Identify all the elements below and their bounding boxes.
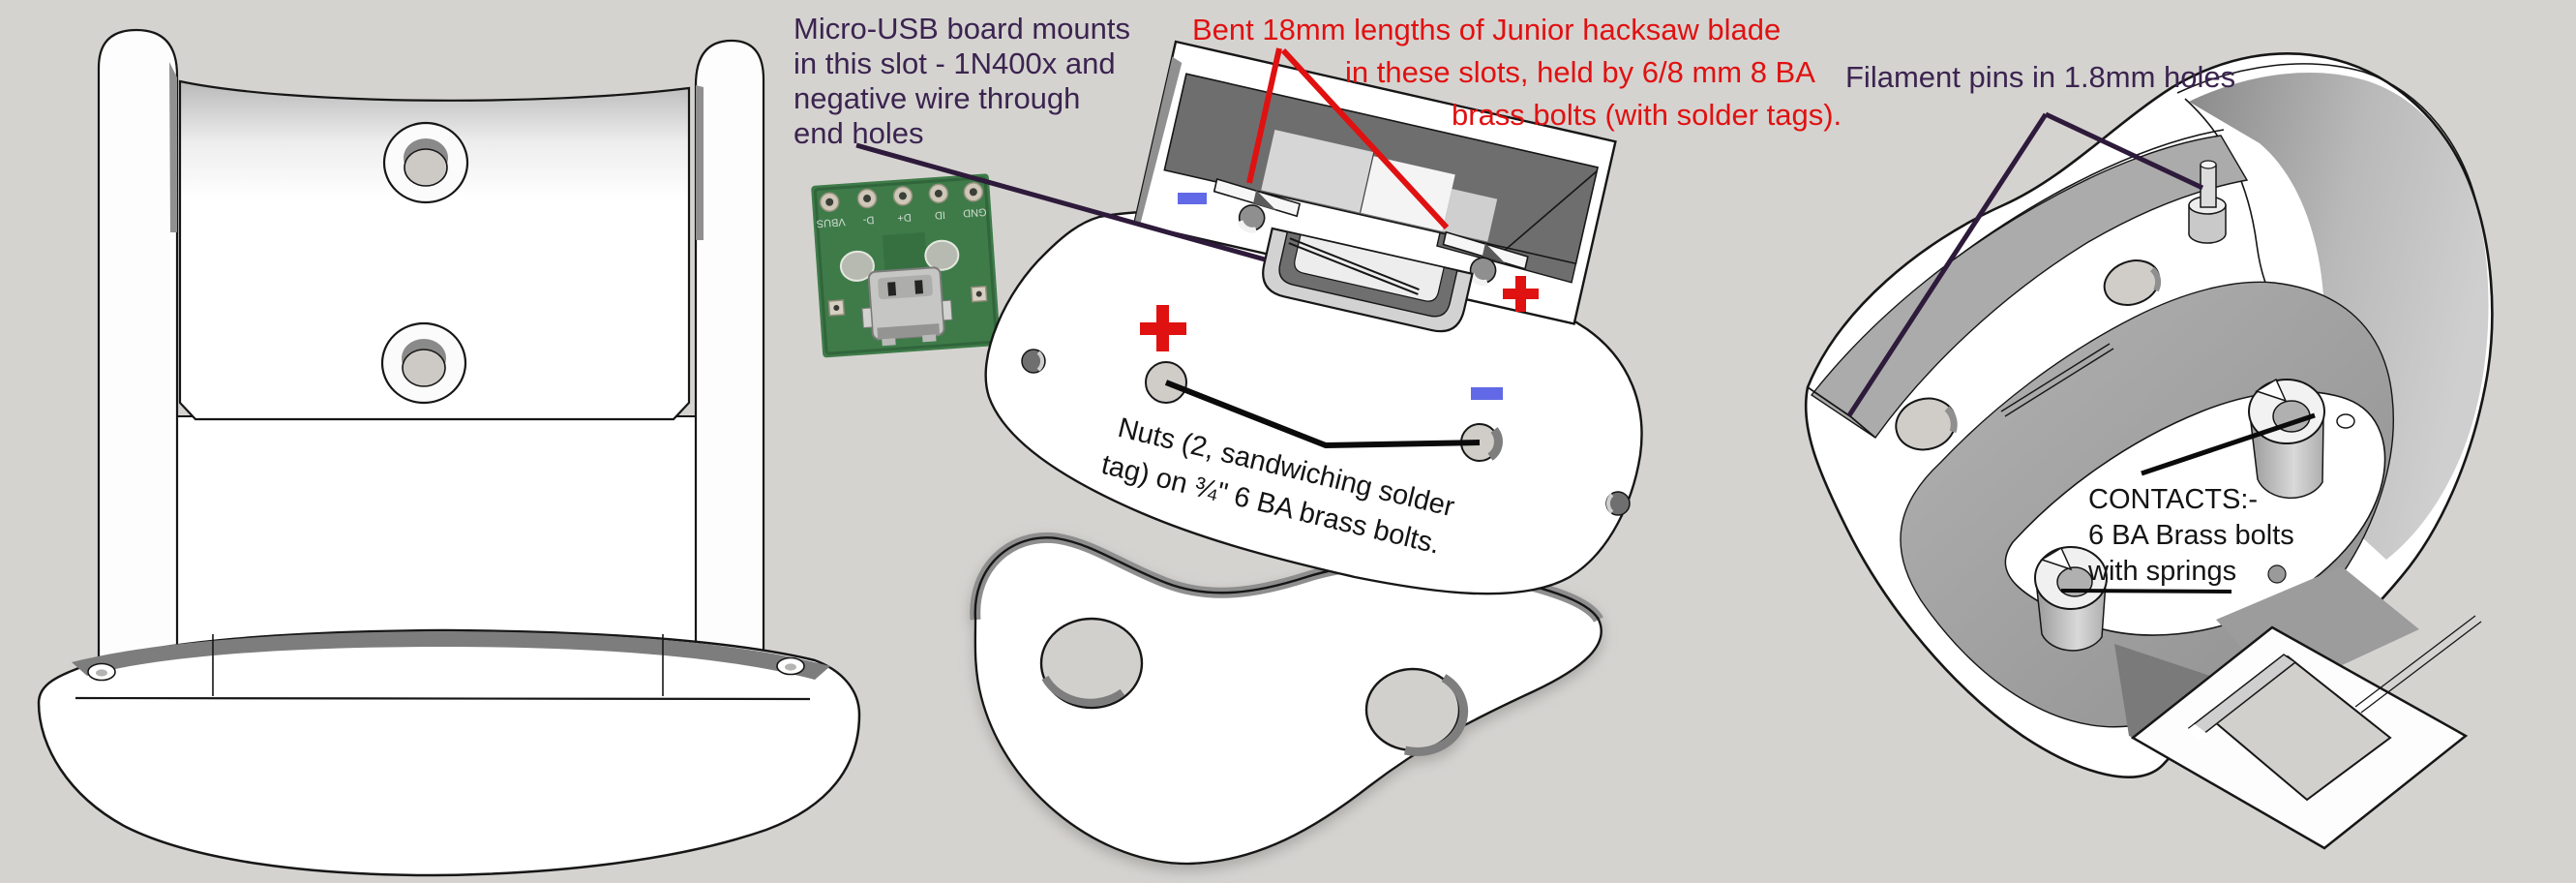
front-bracket-figure (37, 28, 861, 877)
bulb-holder-figure (1804, 52, 2494, 850)
hacksaw-note-line1: Bent 18mm lengths of Junior hacksaw blad… (1192, 13, 1782, 46)
filament-pin (2188, 160, 2227, 244)
bracket-base (37, 628, 861, 877)
filament-leaders (1846, 111, 2204, 417)
shelf-blade-sliver (2000, 343, 2114, 417)
blade-slot-left (1213, 177, 1302, 233)
contact-boss-upper (2248, 378, 2325, 500)
base-rim-band (72, 631, 830, 680)
micro-usb-board-photo: VBUS D- D+ ID GND (811, 173, 1001, 358)
back-plate-figure (1132, 40, 1617, 333)
leader-lines (855, 47, 2316, 594)
pcb-label-gnd: GND (963, 205, 987, 219)
pcb-label-id: ID (934, 208, 945, 221)
hacksaw-note-line2: in these slots, held by 6/8 mm 8 BA (1345, 55, 1815, 89)
bracket-hole-bottom (380, 321, 467, 405)
bracket-recess-panel (178, 79, 691, 421)
micro-usb-connector (861, 266, 953, 347)
bracket-left-rail-shade (169, 62, 177, 232)
usb-slot-tongue (1262, 227, 1474, 333)
hacksaw-leaders (1246, 47, 1450, 230)
bracket-right-rail (694, 39, 765, 670)
bracket-right-rail-shade (696, 85, 704, 240)
contacts-note: CONTACTS:- 6 BA Brass bolts with springs (2088, 484, 2294, 587)
back-plate-left-shade (1134, 56, 1183, 226)
pcb-label-dminus: D- (862, 214, 875, 227)
polarity-symbols (1140, 193, 1539, 400)
pcb-pin-holes (819, 182, 984, 212)
minus-symbol-contact-plate (1471, 387, 1503, 400)
gasket-hole-left (1039, 617, 1144, 710)
usb-tab (2114, 566, 2482, 850)
bracket-lower-face (111, 415, 740, 671)
micro-usb-note: Micro-USB board mounts in this slot - 1N… (794, 12, 1131, 150)
nuts-leader (1164, 380, 1481, 449)
deck-partial-hole (2267, 564, 2287, 584)
plus-symbol-back-plate (1503, 276, 1539, 312)
contacts-leaders (2060, 412, 2316, 594)
bracket-hole-top (382, 121, 469, 204)
plus-symbol-contact-plate (1140, 305, 1186, 351)
pcb-mount-hole-left (839, 250, 875, 282)
pcb-label-dplus: D+ (897, 211, 912, 224)
pcb-mount-hole-right (924, 239, 960, 271)
pcb-label-vbus: VBUS (816, 216, 846, 229)
usb-note-leader (855, 142, 1266, 262)
bracket-left-rail (97, 28, 179, 670)
deck-small-hole (2336, 413, 2355, 429)
filament-note: Filament pins in 1.8mm holes (1845, 60, 2236, 94)
minus-symbol-back-plate (1178, 193, 1207, 204)
hacksaw-note-line3: brass bolts (with solder tags). (1452, 98, 1842, 132)
pcb-silkscreen-labels: VBUS D- D+ ID GND (816, 205, 987, 228)
